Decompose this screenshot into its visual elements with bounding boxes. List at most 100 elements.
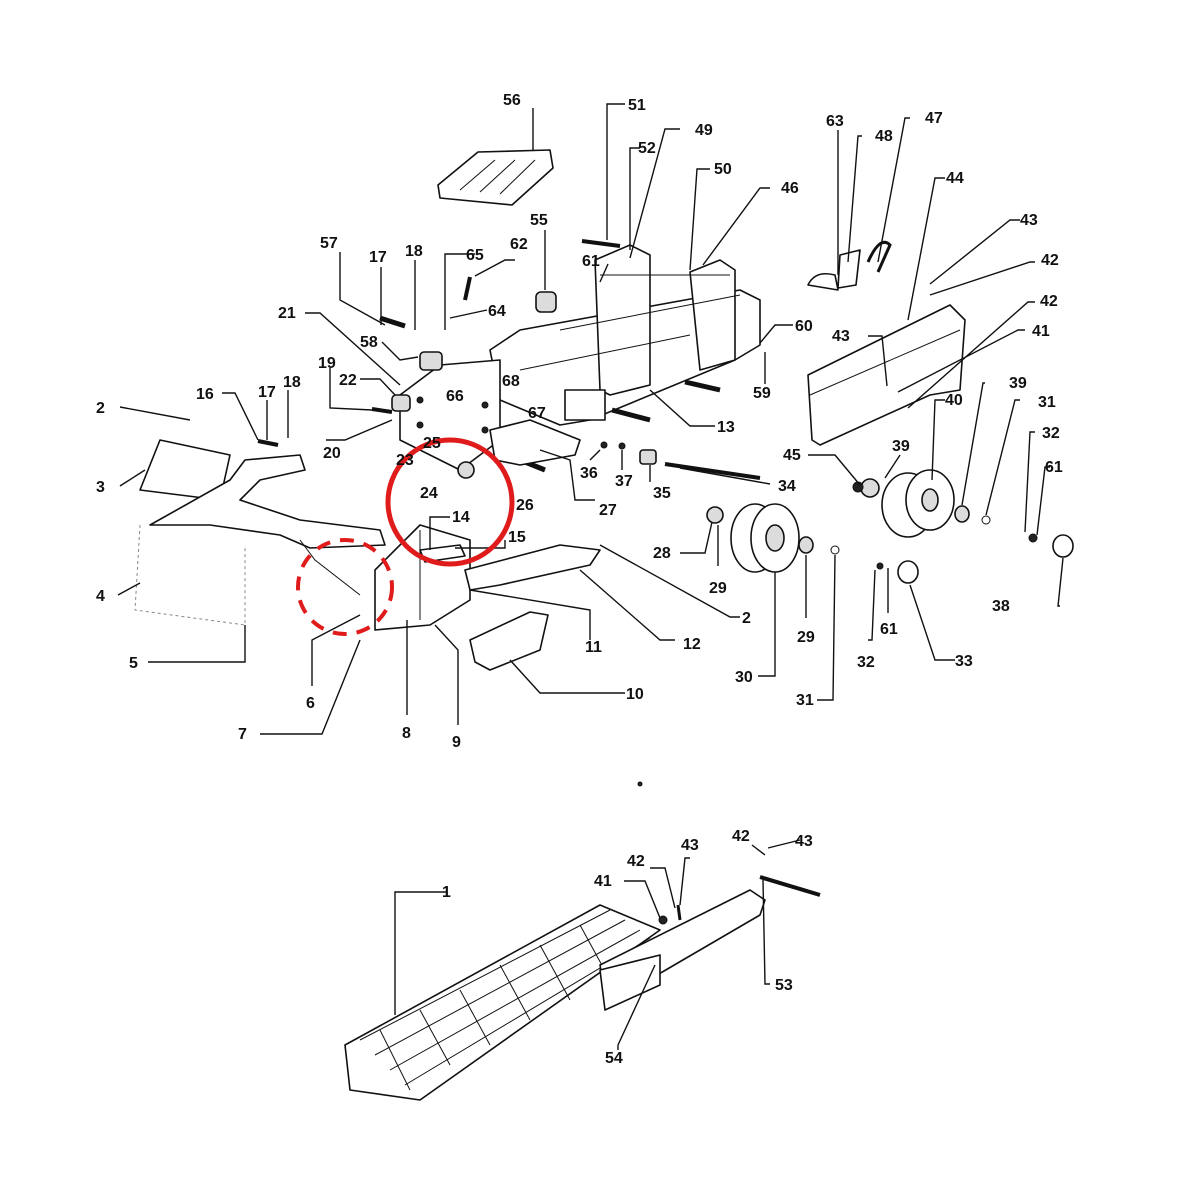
part-label-21: 21 [278,305,296,322]
part-label-29a: 29 [709,580,727,597]
part-label-43b: 43 [832,328,850,345]
part-label-37: 37 [615,473,633,490]
part-label-55: 55 [530,212,548,229]
part-label-34: 34 [778,478,796,495]
part-label-67: 67 [528,405,546,422]
part-22-spacer [391,394,411,412]
part-label-5: 5 [129,655,138,672]
part-label-7: 7 [238,726,247,743]
part-label-46: 46 [781,180,799,197]
part-label-64: 64 [488,303,506,320]
part-29-bearing [798,536,814,554]
part-label-62: 62 [510,236,528,253]
part-label-41: 41 [1032,323,1050,340]
part-label-27: 27 [599,502,617,519]
part-label-13: 13 [717,419,735,436]
part-label-17b: 17 [258,384,276,401]
part-label-58: 58 [360,334,378,351]
part-label-24: 24 [420,485,438,502]
part-label-35: 35 [653,485,671,502]
part-label-61b: 61 [1045,459,1063,476]
part-label-26: 26 [516,497,534,514]
part-label-36: 36 [580,465,598,482]
part-label-18: 18 [405,243,423,260]
part-label-17: 17 [369,249,387,266]
part-label-6: 6 [306,695,315,712]
part-label-32a: 32 [857,654,875,671]
part-label-30: 30 [735,669,753,686]
part-label-31b: 31 [1038,394,1056,411]
part-label-32b: 32 [1042,425,1060,442]
part-label-25: 25 [423,435,441,452]
part-label-66: 66 [446,388,464,405]
part-33-cap [897,560,919,584]
part-label-42-track-a: 42 [627,853,645,870]
part-label-59: 59 [753,385,771,402]
part-label-60: 60 [795,318,813,335]
part-label-2: 2 [96,400,105,417]
part-label-42b: 42 [1040,293,1058,310]
part-label-18b: 18 [283,374,301,391]
part-5-handle-tube [299,539,361,596]
part-5-outline [134,524,246,626]
part-label-4: 4 [96,588,105,605]
part-label-65: 65 [466,247,484,264]
part-frame-crossmember [564,389,606,421]
part-label-52: 52 [638,140,656,157]
part-label-41-track: 41 [594,873,612,890]
part-58-spacer [419,351,443,371]
part-label-29b: 29 [797,629,815,646]
part-label-53: 53 [775,977,793,994]
part-label-14: 14 [452,509,470,526]
part-label-38: 38 [992,598,1010,615]
part-label-19: 19 [318,355,336,372]
part-label-16: 16 [196,386,214,403]
part-49-upright [594,244,651,396]
part-label-61a: 61 [582,253,600,270]
part-label-48: 48 [875,128,893,145]
part-label-15: 15 [508,529,526,546]
part-label-42-track-b: 42 [732,828,750,845]
part-label-40: 40 [945,392,963,409]
part-label-8: 8 [402,725,411,742]
part-label-43-track-b: 43 [795,833,813,850]
part-54-rail-front [599,954,661,1011]
highlight-circle-dashed [296,538,394,636]
part-labels: 1 2 3 4 5 6 7 8 9 10 11 12 13 14 15 16 1… [96,92,1063,1067]
part-53-axle [759,875,821,897]
part-label-63: 63 [826,113,844,130]
part-label-28: 28 [653,545,671,562]
highlight-circle-solid [385,437,515,567]
part-5-frame [149,454,386,549]
part-label-10: 10 [626,686,644,703]
part-label-57: 57 [320,235,338,252]
part-label-9: 9 [452,734,461,751]
part-35-nut [639,449,657,465]
part-label-12: 12 [683,636,701,653]
part-label-56: 56 [503,92,521,109]
part-label-33: 33 [955,653,973,670]
part-label-49: 49 [695,122,713,139]
part-46-upright [689,259,736,371]
part-55-bumper [535,291,557,313]
part-label-45: 45 [783,447,801,464]
part-label-20: 20 [323,445,341,462]
part-label-23: 23 [396,452,414,469]
part-label-61c: 61 [880,621,898,638]
part-10-cover [469,611,549,671]
part-63-clip [807,272,839,291]
part-label-42a: 42 [1041,252,1059,269]
part-label-31a: 31 [796,692,814,709]
part-28-bearing [706,506,724,524]
part-label-50: 50 [714,161,732,178]
part-label-39b: 39 [892,438,910,455]
part-label-3: 3 [96,479,105,496]
part-label-54: 54 [605,1050,623,1067]
part-label-68: 68 [502,373,520,390]
part-label-51: 51 [628,97,646,114]
part-24-knob [457,461,475,479]
part-label-47: 47 [925,110,943,127]
part-label-39a: 39 [1009,375,1027,392]
